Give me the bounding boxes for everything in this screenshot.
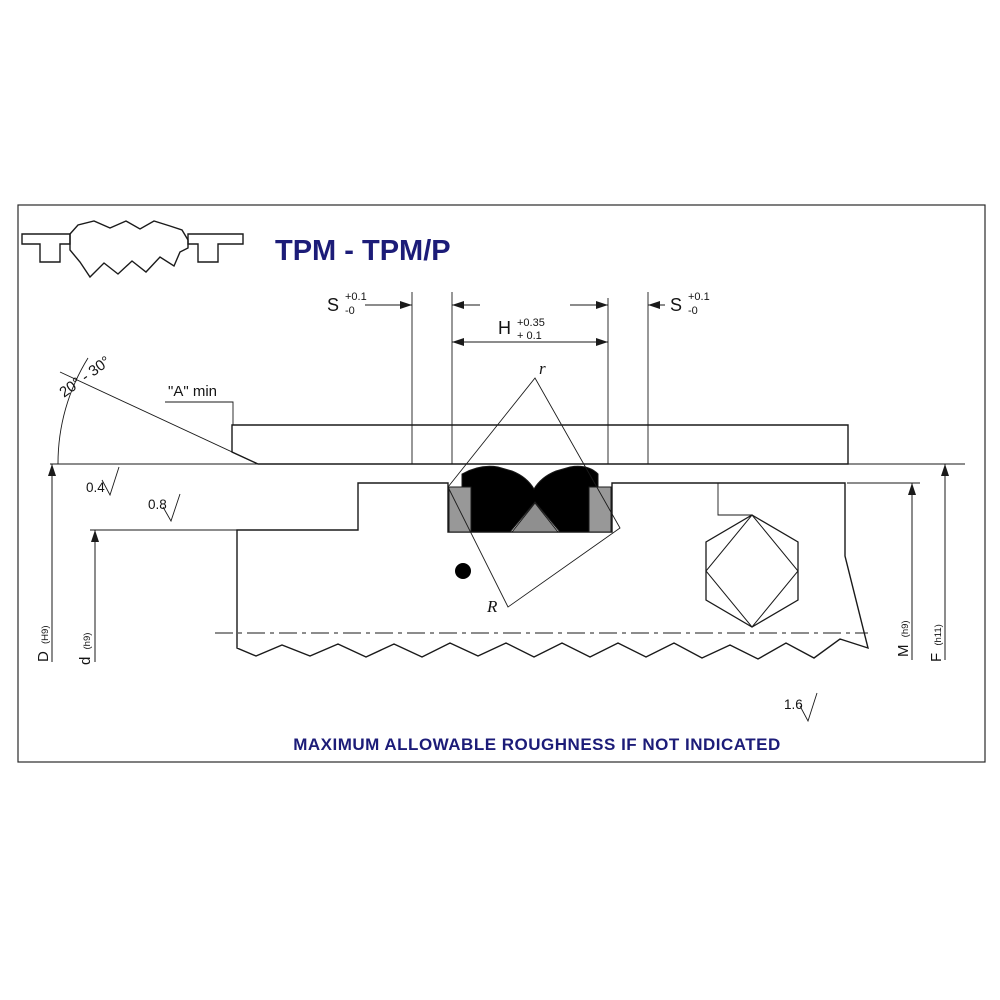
dim-s-right-upper: +0.1 xyxy=(688,291,710,303)
dim-s-left-upper: +0.1 xyxy=(345,291,367,303)
radius-leader-lines xyxy=(447,377,621,608)
drawing-border xyxy=(17,204,986,763)
a-min-label: "A" min xyxy=(168,383,217,400)
dim-D-letter: D xyxy=(35,651,52,662)
hex-screw xyxy=(705,514,799,628)
dim-h: H +0.35 + 0.1 xyxy=(452,317,608,346)
roughness-08-icon xyxy=(162,493,181,523)
svg-text:M (h9): M (h9) xyxy=(895,620,912,657)
roughness-16: 1.6 xyxy=(784,692,818,723)
svg-text:F (h11): F (h11) xyxy=(928,624,945,662)
roughness-04-value: 0.4 xyxy=(86,480,105,495)
dim-F: F (h11) xyxy=(928,464,949,662)
dim-s-left-lower: -0 xyxy=(345,305,355,317)
counterbore-step xyxy=(717,483,752,516)
roughness-16-icon xyxy=(799,692,818,723)
backup-ring-left xyxy=(448,486,472,533)
seal-center-wedge xyxy=(510,502,560,533)
dim-M: M (h9) xyxy=(847,482,920,660)
backup-ring-right xyxy=(588,486,612,533)
dim-s-right-lower: -0 xyxy=(688,305,698,317)
seal-elastomer xyxy=(461,465,599,533)
seal-profile-left-tab xyxy=(21,233,71,263)
dim-M-letter: M xyxy=(895,645,912,658)
dim-s-right: S +0.1 -0 xyxy=(570,291,710,317)
dim-h-letter: H xyxy=(498,318,511,338)
cylinder-section xyxy=(231,424,849,465)
hex-screw-facets xyxy=(705,514,799,628)
chamfer-angle-dim: 20° - 30° xyxy=(56,353,259,465)
chamfer-extension-line xyxy=(59,371,259,465)
dim-d-letter: d xyxy=(77,657,94,665)
dim-s-left: S +0.1 -0 xyxy=(327,291,480,317)
svg-text:d (h9): d (h9) xyxy=(77,633,94,665)
dim-s-left-letter: S xyxy=(327,295,339,315)
roughness-08: 0.8 xyxy=(148,493,181,523)
svg-text:D (H9): D (H9) xyxy=(35,626,52,663)
fillet-R-label: R xyxy=(486,597,498,616)
dim-s-right-letter: S xyxy=(670,295,682,315)
roughness-08-value: 0.8 xyxy=(148,497,167,512)
dim-F-letter: F xyxy=(928,653,945,662)
dim-D-fit: (H9) xyxy=(40,626,51,644)
dim-D: D (H9) xyxy=(35,464,56,662)
roughness-04: 0.4 xyxy=(86,466,120,497)
roughness-16-value: 1.6 xyxy=(784,697,803,712)
angle-arc xyxy=(57,357,89,465)
dim-h-upper: +0.35 xyxy=(517,317,545,329)
seal-profile-icon xyxy=(21,220,244,279)
angle-range-label: 20° - 30° xyxy=(56,353,113,401)
seal-profile-right-tab xyxy=(187,233,244,263)
dim-h-lower: + 0.1 xyxy=(517,330,542,342)
roughness-04-icon xyxy=(101,466,120,497)
dim-F-fit: (h11) xyxy=(933,624,944,645)
dim-d-fit: (h9) xyxy=(82,633,93,650)
seal-assembly xyxy=(448,465,612,579)
fillet-r-label: r xyxy=(539,359,546,378)
a-min-callout: "A" min xyxy=(165,383,234,425)
oring-dot xyxy=(455,563,471,579)
dim-d: d (h9) xyxy=(77,529,237,665)
piston-section xyxy=(236,482,869,660)
footer-note: MAXIMUM ALLOWABLE ROUGHNESS IF NOT INDIC… xyxy=(293,735,781,754)
dim-M-fit: (h9) xyxy=(900,620,911,637)
page-title: TPM - TPM/P xyxy=(275,235,451,267)
seal-profile-body xyxy=(69,220,189,279)
